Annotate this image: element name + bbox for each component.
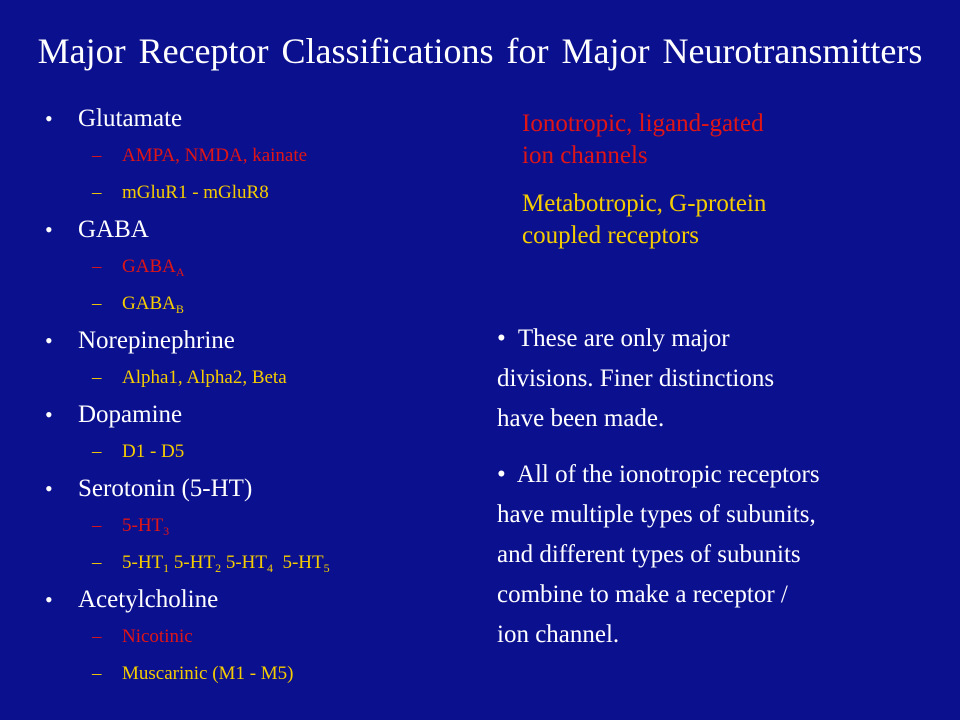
gaba-b-subscript: B <box>175 302 184 316</box>
5ht2-subscript: 2 <box>215 561 222 575</box>
list-item-glutamate: • Glutamate <box>45 100 485 137</box>
5ht3-subscript: 3 <box>163 524 170 538</box>
5ht1-label: 5-HT <box>122 552 164 573</box>
note-ionotropic-subunits: • All of the ionotropic receptors have m… <box>497 455 917 655</box>
sub-item-norepinephrine-metabotropic: – Alpha1, Alpha2, Beta <box>45 359 485 396</box>
dash: – <box>92 626 102 647</box>
list-item-serotonin: • Serotonin (5-HT) <box>45 470 485 507</box>
glutamate-ionotropic-label: AMPA, NMDA, kainate <box>122 145 308 166</box>
bullet: • <box>45 217 53 242</box>
sub-item-dopamine-metabotropic: – D1 - D5 <box>45 433 485 470</box>
dash: – <box>92 367 102 388</box>
sub-item-muscarinic: – Muscarinic (M1 - M5) <box>45 655 485 692</box>
5ht2-label: 5-HT <box>173 552 216 573</box>
gaba-label: GABA <box>78 216 149 243</box>
5ht4-subscript: 4 <box>266 561 273 575</box>
dopamine-label: Dopamine <box>78 401 183 428</box>
acetylcholine-label: Acetylcholine <box>78 586 219 613</box>
list-item-acetylcholine: • Acetylcholine <box>45 581 485 618</box>
note1-line3: have been made. <box>497 405 665 432</box>
note1-line1: • These are only major <box>497 319 917 359</box>
ionotropic-legend: Ionotropic, ligand-gated ion channels <box>522 108 764 172</box>
bullet: • <box>497 325 506 352</box>
gaba-b-label: GABA <box>122 293 176 314</box>
sub-item-glutamate-ionotropic: – AMPA, NMDA, kainate <box>45 137 485 174</box>
dash: – <box>92 515 102 536</box>
5ht4-label: 5-HT <box>225 552 267 573</box>
sub-item-gaba-b: – GABAB <box>45 285 485 322</box>
note1-line1-text: These are only major <box>517 325 730 352</box>
norepinephrine-receptors-label: Alpha1, Alpha2, Beta <box>122 367 287 388</box>
dash: – <box>92 441 102 462</box>
metabotropic-legend-line1: Metabotropic, G-protein <box>522 190 767 217</box>
note2-line2: have multiple types of subunits, <box>497 501 816 528</box>
ionotropic-legend-line1: Ionotropic, ligand-gated <box>522 110 764 137</box>
glutamate-label: Glutamate <box>78 105 183 132</box>
5ht5-label: 5-HT <box>282 552 324 573</box>
dash: – <box>92 552 102 573</box>
glutamate-metabotropic-label: mGluR1 - mGluR8 <box>122 182 269 203</box>
note1-line2: divisions. Finer distinctions <box>497 365 775 392</box>
ionotropic-legend-line2: ion channels <box>522 142 648 169</box>
sub-item-5ht3: – 5-HT3 <box>45 507 485 544</box>
dash: – <box>92 145 102 166</box>
note2-line3: and different types of subunits <box>497 541 801 568</box>
bullet: • <box>45 476 53 501</box>
neurotransmitter-list: • Glutamate – AMPA, NMDA, kainate – mGlu… <box>45 100 485 692</box>
note2-line1-text: All of the ionotropic receptors <box>516 461 820 488</box>
sub-item-gaba-a: – GABAA <box>45 248 485 285</box>
note2-line4: combine to make a receptor / <box>497 581 788 608</box>
note-major-divisions: • These are only major divisions. Finer … <box>497 319 917 439</box>
5ht5-subscript: 5 <box>323 561 330 575</box>
list-item-dopamine: • Dopamine <box>45 396 485 433</box>
note2-line1: • All of the ionotropic receptors <box>497 455 917 495</box>
metabotropic-legend-line2: coupled receptors <box>522 222 700 249</box>
norepinephrine-label: Norepinephrine <box>78 327 235 354</box>
gaba-a-label: GABA <box>122 256 176 277</box>
dash: – <box>92 663 102 684</box>
bullet: • <box>45 587 53 612</box>
sub-item-nicotinic: – Nicotinic <box>45 618 485 655</box>
dash: – <box>92 293 102 314</box>
bullet: • <box>497 461 506 488</box>
list-item-gaba: • GABA <box>45 211 485 248</box>
5ht3-label: 5-HT <box>122 515 164 536</box>
slide-title: Major Receptor Classifications for Major… <box>37 31 923 71</box>
note2-line5: ion channel. <box>497 621 620 648</box>
dash: – <box>92 182 102 203</box>
dopamine-receptors-label: D1 - D5 <box>122 441 185 462</box>
5ht1-subscript: 1 <box>163 561 170 575</box>
bullet: • <box>45 328 53 353</box>
nicotinic-label: Nicotinic <box>122 626 193 647</box>
list-item-norepinephrine: • Norepinephrine <box>45 322 485 359</box>
dash: – <box>92 256 102 277</box>
sub-item-5ht-metabotropic: – 5-HT1 5-HT2 5-HT4 5-HT5 <box>45 544 485 581</box>
gaba-a-subscript: A <box>175 265 185 279</box>
metabotropic-legend: Metabotropic, G-protein coupled receptor… <box>522 188 766 252</box>
bullet: • <box>45 106 53 131</box>
bullet: • <box>45 402 53 427</box>
muscarinic-label: Muscarinic (M1 - M5) <box>122 663 294 684</box>
serotonin-label: Serotonin (5-HT) <box>78 475 253 502</box>
sub-item-glutamate-metabotropic: – mGluR1 - mGluR8 <box>45 174 485 211</box>
